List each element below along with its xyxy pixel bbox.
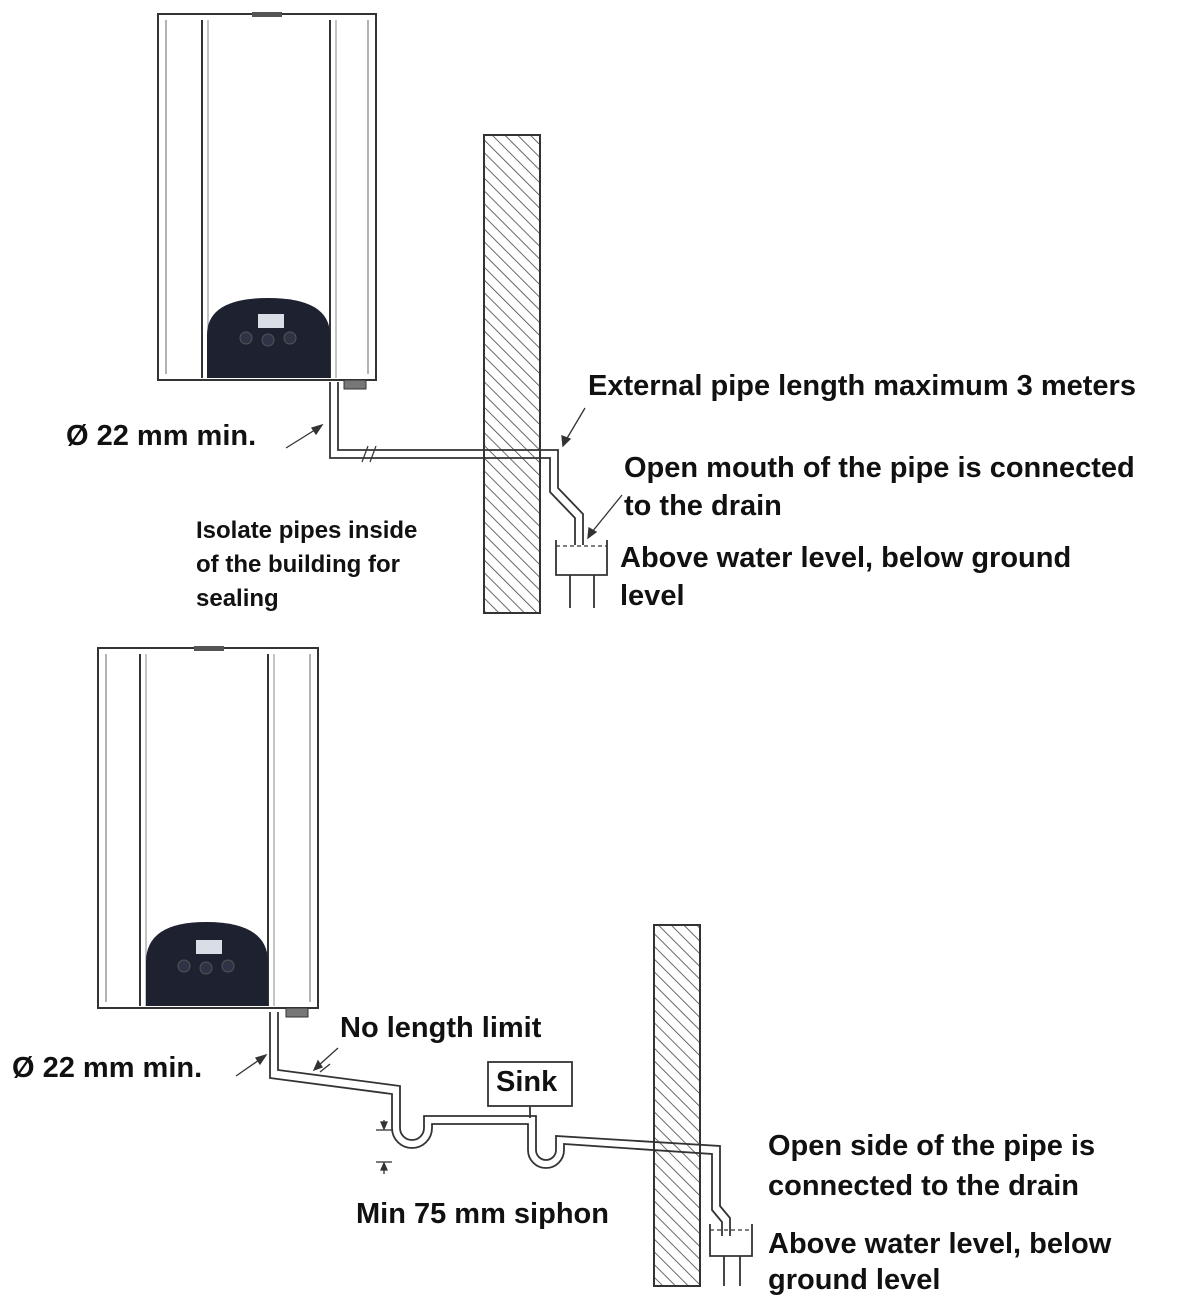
- open-mouth-label-2: to the drain: [624, 490, 782, 522]
- control-panel: [207, 298, 330, 378]
- sink: [487, 1061, 573, 1118]
- leader-lines-bottom: [235, 1047, 339, 1077]
- boiler-bottom: [97, 646, 319, 1018]
- boiler-top: [157, 12, 377, 390]
- sink-label: Sink: [496, 1066, 558, 1098]
- wall-bottom: [653, 924, 701, 1287]
- open-mouth-label-1: Open mouth of the pipe is connected: [624, 452, 1135, 484]
- control-panel: [146, 922, 268, 1006]
- leader-lines-top: [285, 407, 623, 540]
- no-length-label: No length limit: [340, 1012, 542, 1044]
- siphon-label: Min 75 mm siphon: [356, 1198, 609, 1230]
- water-level-label-top-2: level: [620, 580, 685, 612]
- open-side-label-2: connected to the drain: [768, 1170, 1079, 1202]
- condensate-pipe-bottom: [269, 1012, 731, 1236]
- water-level-label-top-1: Above water level, below ground: [620, 542, 1072, 574]
- water-level-label-bottom-1: Above water level, below: [768, 1228, 1112, 1260]
- drain-bottom: [709, 1224, 753, 1286]
- condensate-pipe-top: [329, 382, 584, 545]
- water-level-label-bottom-2: ground level: [768, 1264, 941, 1296]
- isolate-label-3: sealing: [196, 585, 279, 612]
- external-pipe-label: External pipe length maximum 3 meters: [588, 370, 1136, 402]
- isolate-label-1: Isolate pipes inside: [196, 517, 418, 544]
- wall-top: [483, 134, 541, 614]
- insulation-marks: [361, 445, 377, 463]
- open-side-label-1: Open side of the pipe is: [768, 1130, 1096, 1162]
- isolate-label-2: of the building for: [196, 551, 400, 578]
- siphon-dimension: [376, 1120, 392, 1174]
- pipe-diameter-label-top: Ø 22 mm min.: [66, 420, 257, 452]
- drain-top: [555, 540, 608, 608]
- pipe-diameter-label-bottom: Ø 22 mm min.: [12, 1052, 203, 1084]
